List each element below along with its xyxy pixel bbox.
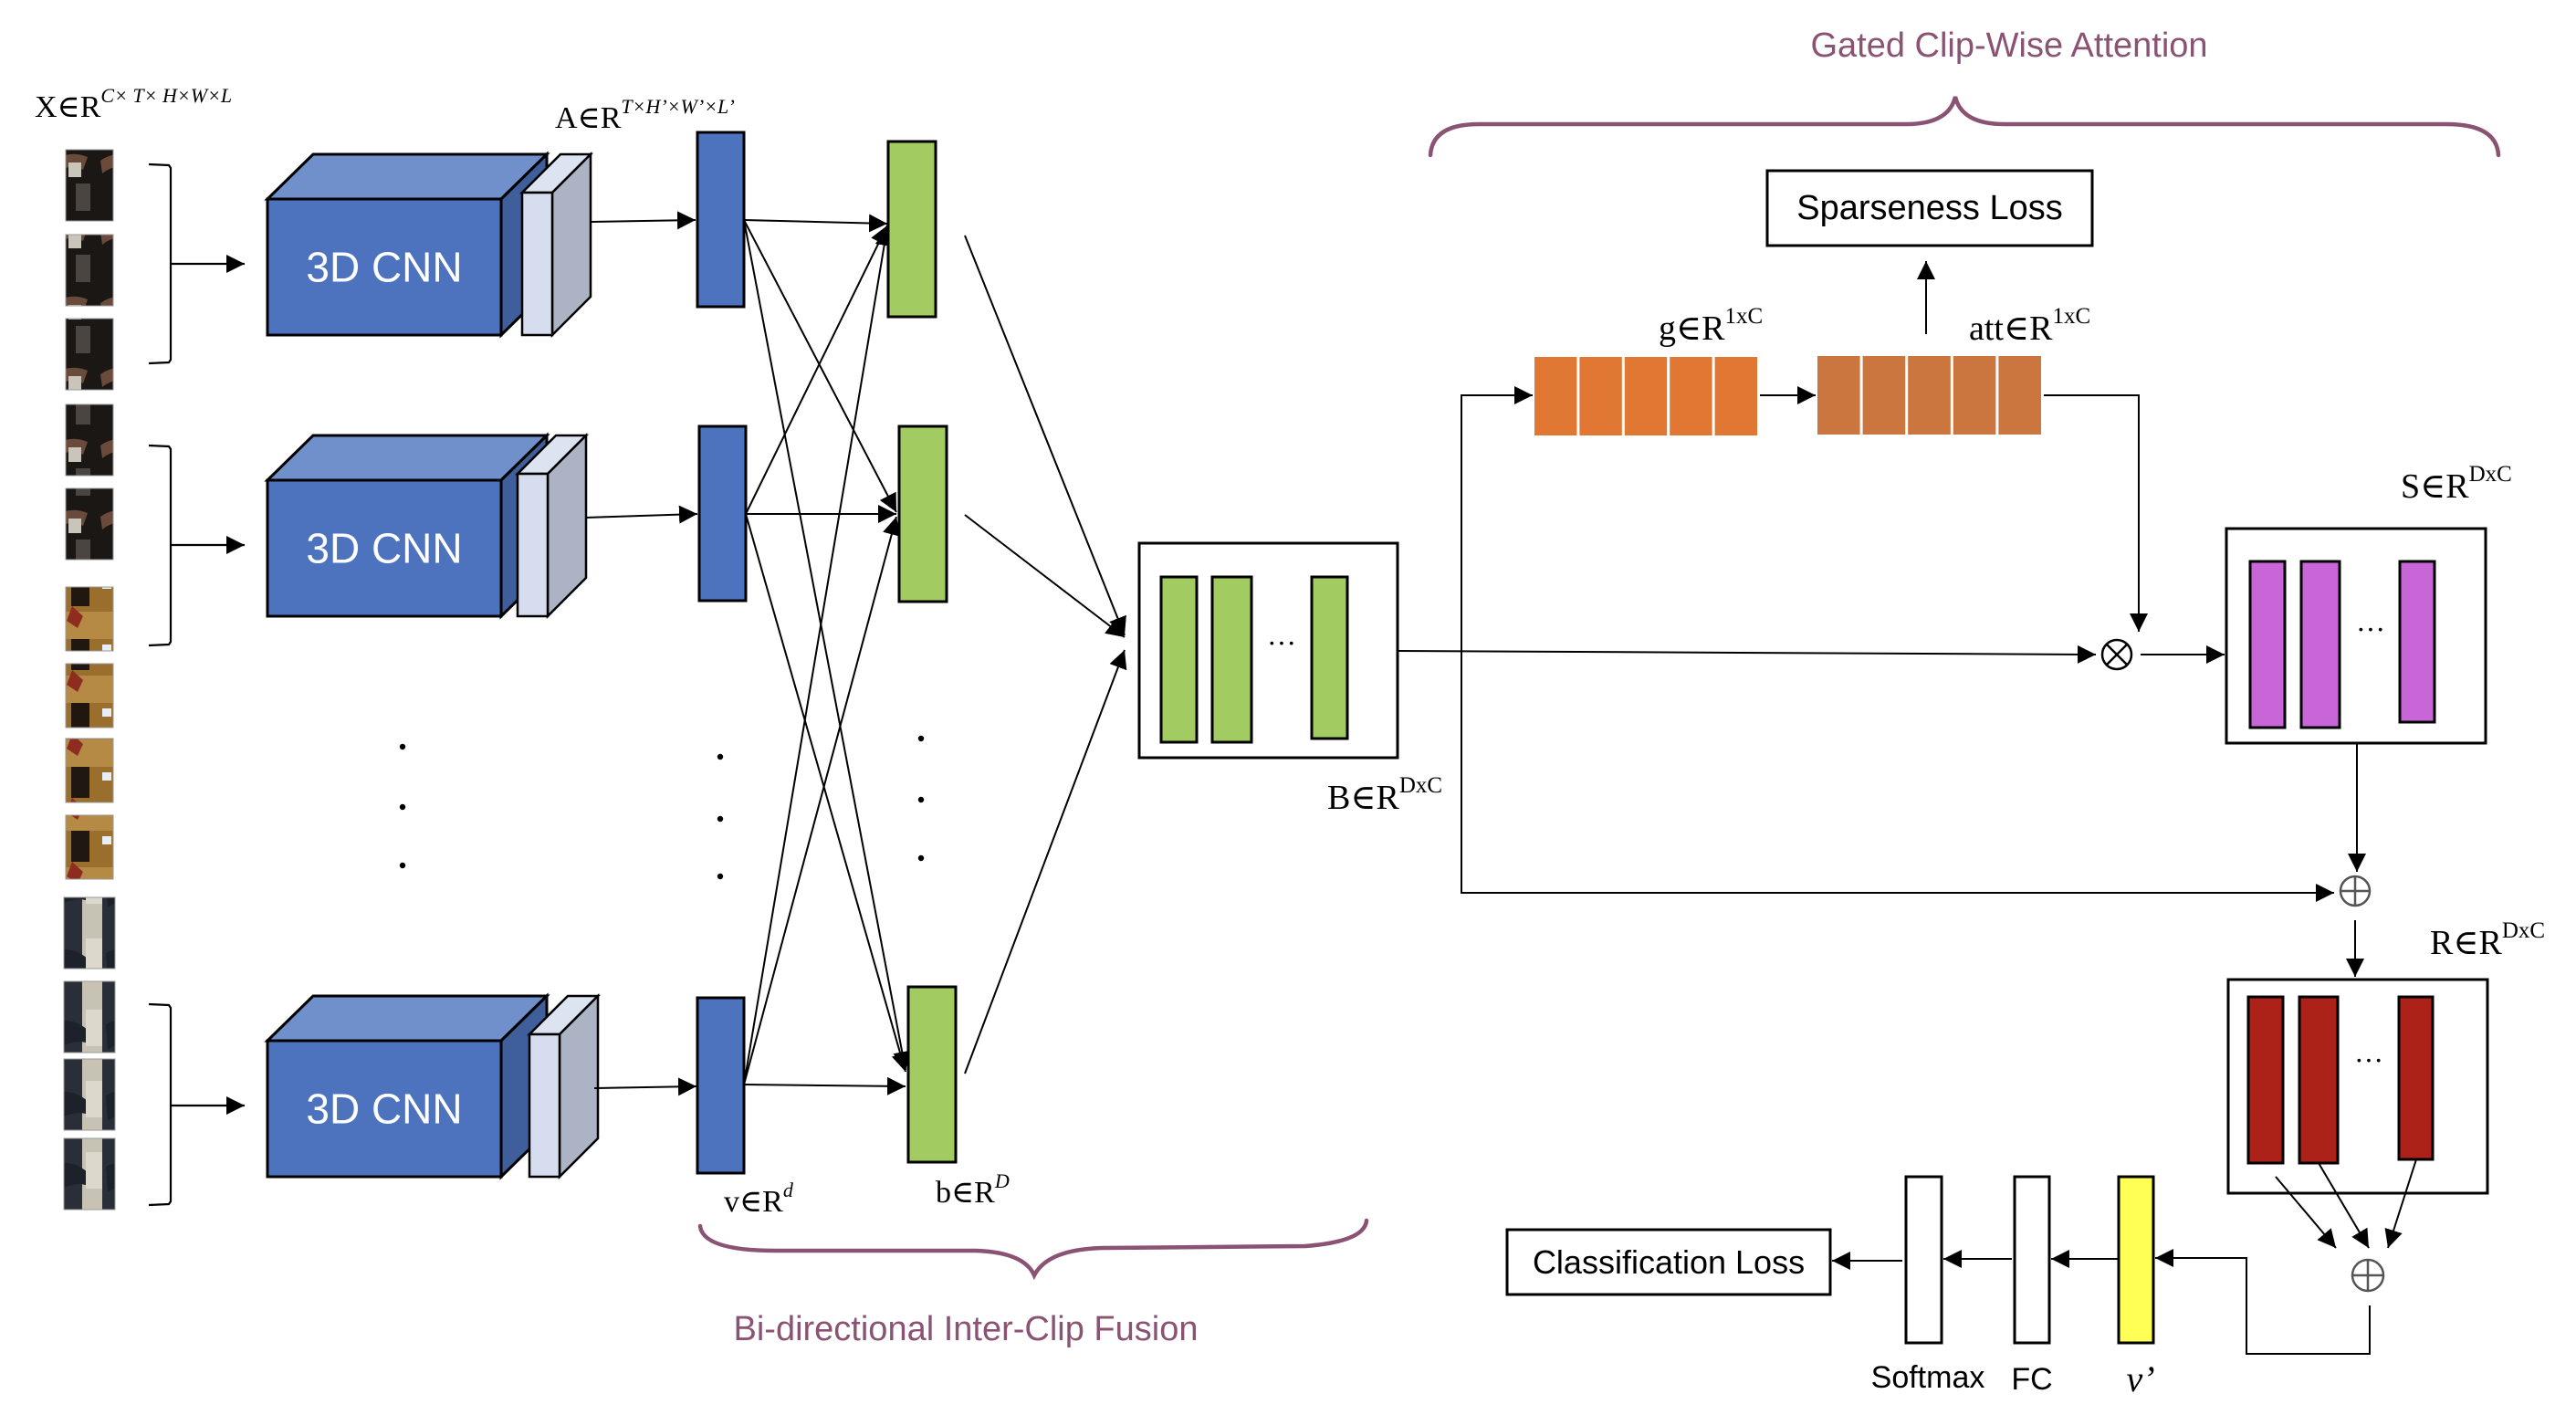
inter-clip-fusion-brace [697, 1218, 1369, 1281]
fusion-connections [743, 214, 912, 1095]
residual-matrix: ··· [2226, 978, 2489, 1195]
gate-cell [1624, 357, 1668, 435]
sparseness-loss-box: Sparseness Loss [1765, 169, 2094, 247]
cnn-feature-map-3 [526, 992, 602, 1180]
classification-loss-box: Classification Loss [1505, 1228, 1832, 1296]
cnn-block-label: 3D CNN [306, 525, 462, 572]
cnn-block-label: 3D CNN [306, 244, 462, 291]
fused-matrix-label: B∈RDxC [1327, 773, 1442, 817]
cnn-block-label: 3D CNN [306, 1085, 462, 1133]
arrow-sum-to-v-prime [2155, 1249, 2371, 1355]
input-frame-thumbnail [65, 149, 114, 222]
input-frames [63, 149, 116, 1211]
inter-clip-fusion-title: Bi-directional Inter-Clip Fusion [734, 1310, 1199, 1348]
cnn-block-3: 3D CNN [264, 992, 550, 1180]
cnn-block-2: 3D CNN [264, 432, 550, 620]
fused-vector-3 [906, 985, 958, 1164]
arrow-slab1-to-v1 [590, 211, 696, 230]
clip-bracket-2 [148, 444, 245, 647]
clip-bracket-1 [148, 162, 245, 365]
add-operator-residual [2339, 875, 2372, 907]
clip-vector-2 [697, 424, 748, 603]
attention-label: att∈R1xC [1969, 304, 2090, 348]
attention-cell [1817, 356, 1860, 435]
sparseness-loss-text: Sparseness Loss [1796, 189, 2063, 227]
fused-vector-1 [886, 140, 937, 319]
ellipsis: ··· [1267, 626, 1296, 659]
cnn-feature-map-2 [514, 432, 590, 620]
input-tensor-label: X∈RC× T× H×W×L [35, 84, 232, 124]
clip-vector-label: v∈Rd [724, 1179, 794, 1219]
gate-cell [1670, 357, 1712, 435]
scaled-matrix: ··· [2225, 527, 2487, 745]
residual-matrix-label: R∈RDxC [2430, 918, 2545, 962]
input-frame-thumbnail [63, 1058, 116, 1131]
gate-vector [1534, 357, 1757, 435]
gate-cell [1714, 357, 1757, 435]
softmax-label: Softmax [1871, 1360, 1985, 1395]
classification-loss-text: Classification Loss [1533, 1243, 1805, 1281]
input-frame-thumbnail [65, 586, 114, 652]
arrow-attention-to-multiply [2044, 394, 2148, 632]
fc-layer [2013, 1175, 2051, 1345]
attention-cell [1953, 356, 1996, 435]
arrow-slab3-to-v3 [593, 1077, 697, 1096]
fused-to-matrix-arrows [964, 235, 1127, 1074]
softmax-layer [1904, 1175, 1943, 1345]
fused-vector-label: b∈RD [936, 1169, 1010, 1210]
attention-vector [1817, 356, 2041, 435]
add-operator-sum [2351, 1258, 2385, 1293]
clip-bracket-3 [148, 1002, 245, 1207]
matrix-b-outputs [1397, 386, 2334, 902]
attention-cell [1908, 356, 1951, 435]
gated-attention-title: Gated Clip-Wise Attention [1810, 26, 2207, 65]
input-frame-thumbnail [63, 896, 116, 970]
arrow-slab2-to-v2 [584, 505, 698, 524]
attention-cell [1862, 356, 1906, 435]
gated-attention-brace [1428, 96, 2501, 158]
input-frame-thumbnail [65, 814, 114, 880]
clip-vector-3 [696, 996, 746, 1175]
fused-vector-2 [897, 424, 948, 603]
ellipsis: ··· [2354, 1043, 2383, 1076]
fc-label: FC [2011, 1362, 2052, 1397]
cnn-continuation-dots [399, 743, 406, 869]
ellipsis: ··· [2356, 613, 2385, 645]
input-frame-thumbnail [65, 738, 114, 803]
final-vector-label: v’ [2126, 1358, 2154, 1399]
input-frame-thumbnail [63, 980, 116, 1053]
input-frame-thumbnail [65, 663, 114, 728]
input-frame-thumbnail [65, 234, 114, 307]
input-frame-thumbnail [63, 1137, 116, 1211]
clip-vector-1 [696, 131, 746, 309]
r-to-sum-arrows [2275, 1158, 2417, 1249]
fused-matrix: ··· [1137, 541, 1399, 760]
gate-cell [1579, 357, 1622, 435]
cnn-output-label: A∈RT×H’×W’×L’ [555, 95, 735, 135]
attention-cell [1998, 356, 2041, 435]
scaled-matrix-label: S∈RDxC [2401, 462, 2512, 506]
input-frame-thumbnail [65, 404, 114, 477]
input-frame-thumbnail [65, 318, 114, 391]
final-vector [2117, 1175, 2155, 1345]
clip-vector-dots [717, 753, 724, 880]
multiply-operator [2100, 638, 2133, 671]
fused-vector-dots [917, 735, 925, 862]
cnn-block-1: 3D CNN [264, 151, 550, 339]
gate-label: g∈R1xC [1659, 304, 1763, 348]
cnn-feature-map-1 [518, 151, 594, 339]
gate-cell [1534, 357, 1577, 435]
input-frame-thumbnail [65, 487, 114, 561]
